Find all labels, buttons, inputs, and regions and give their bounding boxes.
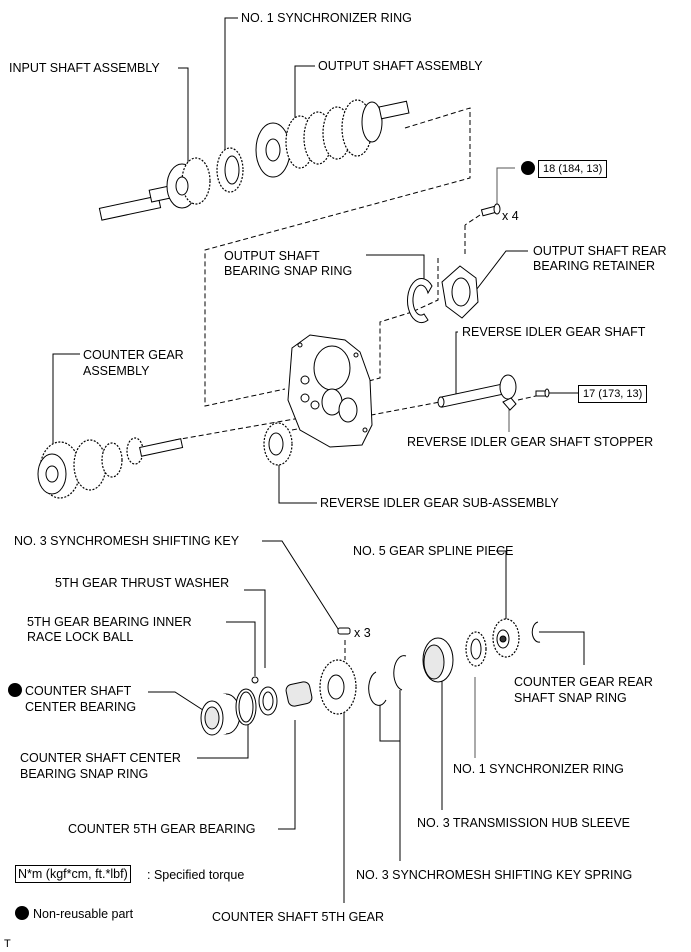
legend-non-reusable-text: Non-reusable part [33, 907, 134, 921]
transmission-case-plate-drawing [287, 334, 373, 448]
label-no3-synchromesh-shifting-key: NO. 3 SYNCHROMESH SHIFTING KEY [14, 534, 240, 548]
label-input-shaft-assembly: INPUT SHAFT ASSEMBLY [9, 61, 160, 75]
label-counter-shaft-5th-gear: COUNTER SHAFT 5TH GEAR [212, 910, 385, 924]
output-shaft-assembly-drawing [255, 99, 410, 178]
label-rear-bearing-retainer-line1: OUTPUT SHAFT REAR [533, 244, 667, 258]
qty-retainer-bolt: x 4 [502, 209, 519, 223]
label-no3-transmission-hub-sleeve: NO. 3 TRANSMISSION HUB SLEEVE [417, 816, 631, 830]
label-reverse-idler-gear-shaft-stopper: REVERSE IDLER GEAR SHAFT STOPPER [407, 435, 654, 449]
torque-box-stopper-bolt: 17 (173, 13) [578, 385, 648, 403]
label-no1-synchronizer-ring-bottom: NO. 1 SYNCHRONIZER RING [453, 762, 624, 776]
torque-box-retainer-bolt: 18 (184, 13) [538, 160, 608, 178]
reverse-idler-gear-drawing [263, 422, 293, 466]
label-counter-gear-rear-snap-ring-line1: COUNTER GEAR REAR [514, 675, 653, 689]
label-no1-synchronizer-ring-top: NO. 1 SYNCHRONIZER RING [241, 11, 412, 25]
label-counter-gear-assembly-line2: ASSEMBLY [83, 364, 150, 378]
non-reusable-dot-center-bearing [8, 683, 22, 697]
label-counter-5th-gear-bearing: COUNTER 5TH GEAR BEARING [68, 822, 256, 836]
synchronizer-ring-top-drawing [216, 147, 244, 193]
label-no3-synchromesh-shifting-key-spring: NO. 3 SYNCHROMESH SHIFTING KEY SPRING [356, 868, 633, 882]
label-no5-gear-spline-piece: NO. 5 GEAR SPLINE PIECE [353, 544, 514, 558]
non-reusable-dot-retainer-bolt [521, 161, 535, 175]
label-reverse-idler-gear-shaft: REVERSE IDLER GEAR SHAFT [462, 325, 646, 339]
label-5th-gear-thrust-washer: 5TH GEAR THRUST WASHER [55, 576, 230, 590]
output-snap-ring-drawing [406, 278, 433, 324]
label-output-snap-ring-line2: BEARING SNAP RING [224, 264, 353, 278]
legend-torque-box: N*m (kgf*cm, ft.*lbf) [15, 865, 131, 883]
leader-lines [52, 17, 585, 903]
retainer-bolt-drawing [480, 203, 501, 217]
input-shaft-assembly-drawing [98, 157, 211, 221]
label-output-shaft-assembly: OUTPUT SHAFT ASSEMBLY [318, 59, 483, 73]
qty-shifting-key: x 3 [354, 626, 371, 640]
label-counter-shaft-center-bearing-line2: CENTER BEARING [25, 700, 137, 714]
label-counter-shaft-center-bearing-line1: COUNTER SHAFT [25, 684, 132, 698]
label-lock-ball-line1: 5TH GEAR BEARING INNER [27, 615, 192, 629]
label-rear-bearing-retainer-line2: BEARING RETAINER [533, 259, 656, 273]
label-counter-gear-rear-snap-ring-line2: SHAFT SNAP RING [514, 691, 627, 705]
footer-mark: T [4, 938, 11, 950]
label-center-bearing-snap-ring-line2: BEARING SNAP RING [20, 767, 149, 781]
counter-gear-assembly-drawing [37, 437, 184, 499]
label-lock-ball-line2: RACE LOCK BALL [27, 630, 134, 644]
label-counter-gear-assembly-line1: COUNTER GEAR [83, 348, 184, 362]
lower-group-drawing [200, 618, 541, 736]
label-output-snap-ring-line1: OUTPUT SHAFT [224, 249, 320, 263]
reverse-idler-shaft-drawing [437, 374, 550, 411]
rear-bearing-retainer-drawing [441, 265, 479, 319]
legend-non-reusable-dot [15, 906, 29, 920]
label-reverse-idler-gear-sub-assembly: REVERSE IDLER GEAR SUB-ASSEMBLY [320, 496, 559, 510]
label-center-bearing-snap-ring-line1: COUNTER SHAFT CENTER [20, 751, 181, 765]
legend-torque-text: : Specified torque [147, 868, 245, 882]
